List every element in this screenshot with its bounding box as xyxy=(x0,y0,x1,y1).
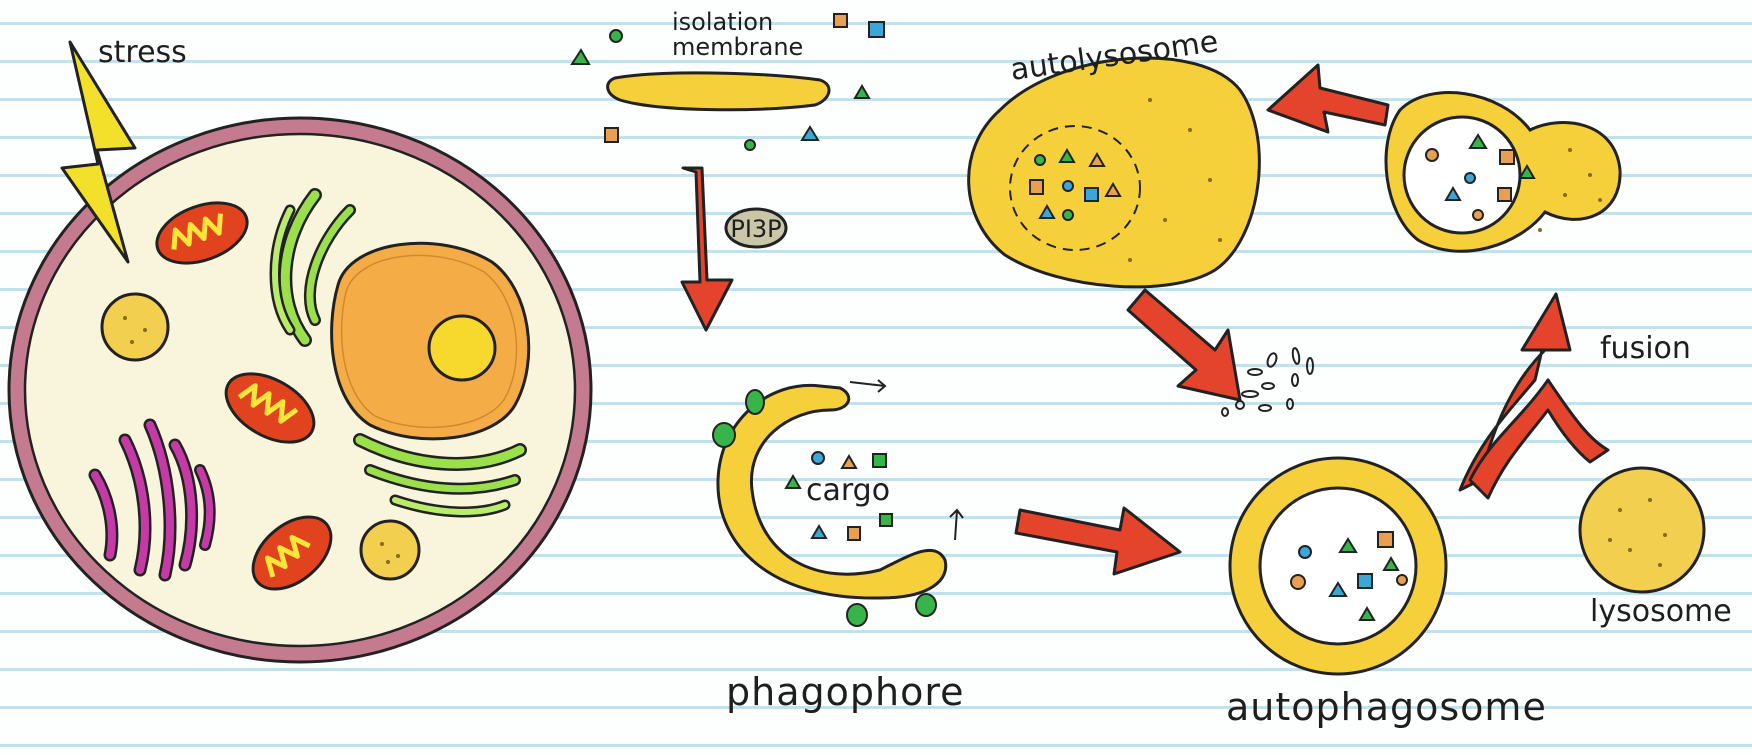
isolation-membrane xyxy=(608,73,829,110)
autolysosome xyxy=(969,58,1260,287)
cargo-label: cargo xyxy=(806,473,890,508)
vesicle xyxy=(361,521,419,579)
stress-label: stress xyxy=(98,35,187,70)
lysosome xyxy=(1580,468,1704,592)
pi3p-label: PI3P xyxy=(730,215,781,243)
vesicle xyxy=(102,294,168,360)
isolation-label: isolation xyxy=(672,8,773,36)
arrow-to-autolysosome xyxy=(1268,65,1388,132)
membrane-label: membrane xyxy=(672,33,803,61)
arrow-to-phagophore xyxy=(682,168,732,330)
pi3p-badge: PI3P xyxy=(726,209,786,247)
lysosome-label: lysosome xyxy=(1590,594,1732,629)
phagophore-label: phagophore xyxy=(726,670,964,714)
arrow-to-autophagosome xyxy=(1016,508,1180,574)
nucleus xyxy=(332,243,529,439)
nucleolus xyxy=(429,316,495,380)
autophagosome xyxy=(1230,458,1446,674)
fusing-autophagosome-lysosome xyxy=(1386,93,1620,252)
arrow-to-breakdown xyxy=(1128,290,1240,400)
fusion-label: fusion xyxy=(1600,331,1691,366)
autophagosome-label: autophagosome xyxy=(1226,685,1547,729)
